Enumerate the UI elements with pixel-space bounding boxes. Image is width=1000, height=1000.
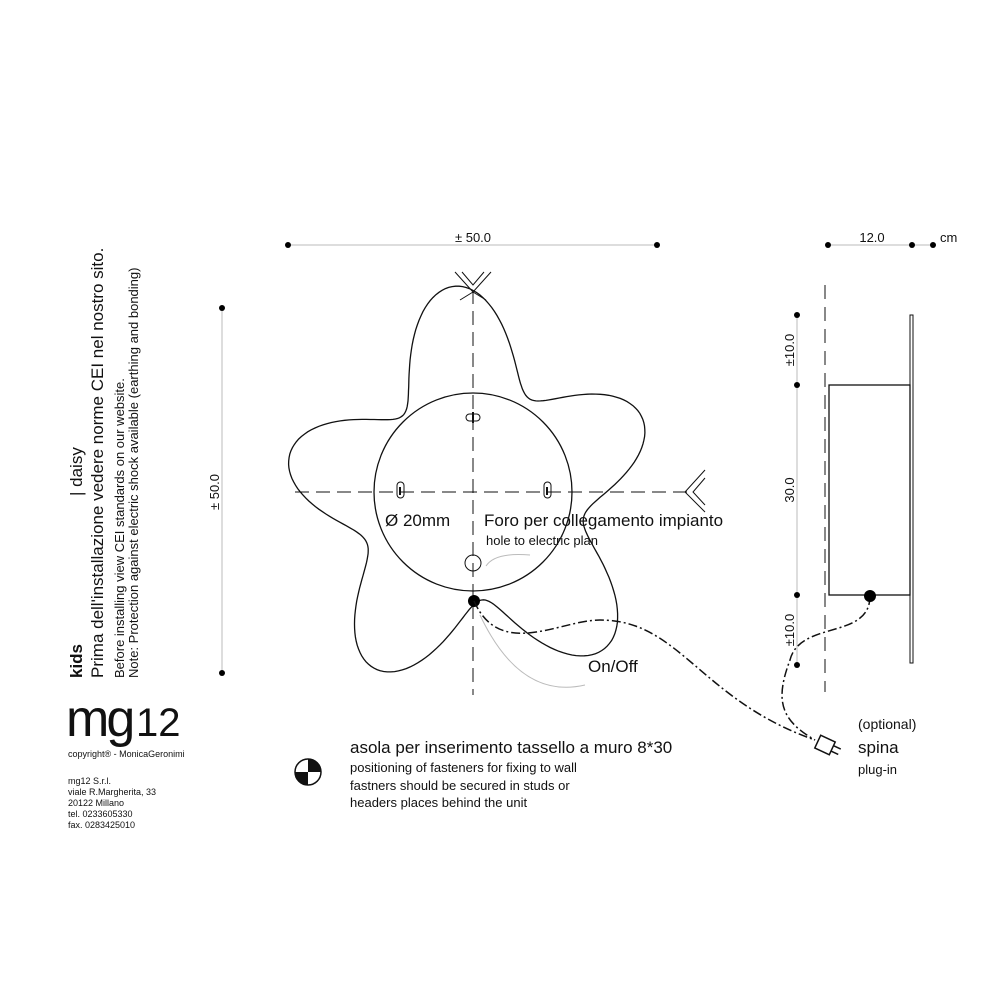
hole-diameter: Ø 20mm [385, 511, 450, 530]
company-city: 20122 Millano [68, 798, 124, 808]
top-margin-label: ±10.0 [782, 334, 797, 366]
fastener-line-3: headers places behind the unit [350, 795, 527, 810]
fastener-title: asola per inserimento tassello a muro 8*… [350, 738, 672, 757]
mg12-logo: mg 12 [66, 690, 181, 748]
copyright: copyright® - MonicaGeronimi [68, 749, 185, 759]
hole-label-en: hole to electric plan [486, 533, 598, 548]
plug-label-it: spina [858, 738, 899, 757]
fastener-symbol-icon [294, 758, 322, 786]
switch-pointer-arrow [479, 614, 586, 688]
width-label: ± 50.0 [455, 230, 491, 245]
power-cable [473, 600, 816, 741]
body-height-label: 30.0 [782, 477, 797, 502]
logo-mg: mg [66, 690, 132, 748]
side-cable [781, 595, 871, 741]
note-english-1: Before installing view CEI standards on … [112, 378, 127, 678]
logo-12: 12 [136, 701, 181, 745]
hole-label-it: Foro per collegamento impianto [484, 511, 723, 530]
axis-arrow-right-icon [684, 469, 706, 513]
side-notes: kids | daisy Prima dell'installazione ve… [67, 248, 141, 678]
electric-hole [464, 554, 482, 572]
hole-pointer-arrow [485, 554, 531, 567]
height-label: ± 50.0 [207, 474, 222, 510]
depth-label: 12.0 [859, 230, 884, 245]
category-label: kids [67, 644, 86, 678]
side-cable-point [864, 590, 876, 602]
company-name: mg12 S.r.l. [68, 776, 111, 786]
lamp-body-side [828, 384, 911, 596]
plug-icon [813, 734, 842, 756]
fastener-line-1: positioning of fasteners for fixing to w… [350, 760, 577, 775]
bottom-margin-label: ±10.0 [782, 614, 797, 646]
product-label: | daisy [67, 447, 86, 496]
plug-label-en: plug-in [858, 762, 897, 777]
note-english-2: Note: Protection against electric shock … [126, 268, 141, 678]
company-street: viale R.Margherita, 33 [68, 787, 156, 797]
company-address: mg12 S.r.l. viale R.Margherita, 33 20122… [68, 776, 156, 830]
company-phone: tel. 0233605330 [68, 809, 133, 819]
company-fax: fax. 0283425010 [68, 820, 135, 830]
note-italian: Prima dell'installazione vedere norme CE… [88, 248, 107, 678]
fastener-line-2: fastners should be secured in studs or [350, 778, 570, 793]
mounting-slots [396, 412, 552, 499]
unit-label: cm [940, 230, 957, 245]
axis-arrow-top-icon [454, 271, 492, 301]
switch-label: On/Off [588, 657, 638, 676]
plug-optional: (optional) [858, 716, 916, 732]
flower-outline [287, 285, 646, 673]
